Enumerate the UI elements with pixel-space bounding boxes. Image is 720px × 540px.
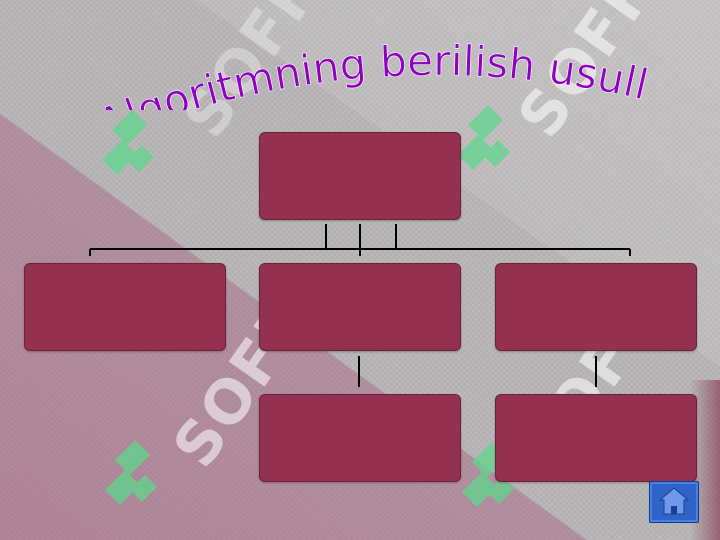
slide-title: Algoritmning berilish usullari bbox=[0, 40, 653, 110]
diagram-child-box-3 bbox=[495, 263, 697, 351]
diagram-root-box bbox=[259, 132, 461, 220]
home-button[interactable] bbox=[649, 481, 699, 523]
diagram-child-box-1 bbox=[24, 263, 226, 351]
diagram-grandchild-box-2 bbox=[495, 394, 697, 482]
diagram-child-box-2 bbox=[259, 263, 461, 351]
soff-logo-icon bbox=[105, 440, 157, 505]
home-icon bbox=[658, 487, 690, 515]
soff-logo-icon bbox=[102, 110, 154, 175]
diagram-grandchild-box-1 bbox=[259, 394, 461, 482]
soff-logo-icon bbox=[458, 105, 510, 170]
